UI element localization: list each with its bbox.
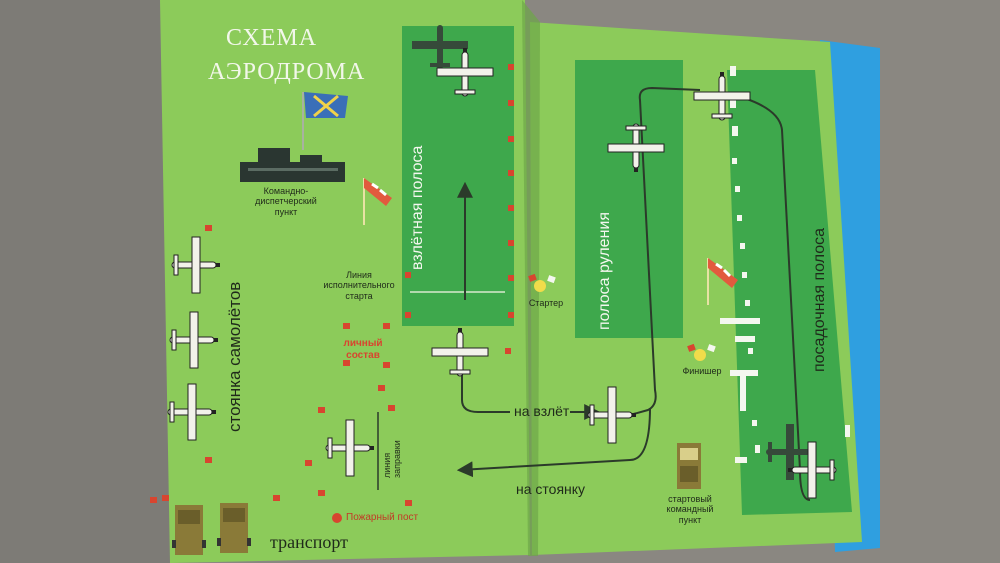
landing-runway-label: посадочная полоса	[811, 227, 828, 372]
landing-runway	[727, 70, 852, 515]
fire-post-label: Пожарный пост	[346, 512, 419, 523]
command-post-vehicle-icon	[677, 443, 701, 489]
refuel-line-label: линия заправки	[382, 440, 403, 478]
aircraft-parking-label: стоянка самолётов	[225, 281, 244, 432]
page-title-line1: СХЕМА	[226, 25, 318, 51]
taxiway-label: полоса руления	[596, 211, 613, 330]
takeoff-runway-label: взлётная полоса	[409, 145, 426, 270]
runway-red-markers	[405, 64, 514, 354]
personnel-label: личный состав	[343, 338, 383, 361]
transport-label: транспорт	[270, 532, 348, 552]
taxiway	[575, 60, 683, 338]
left-red-markers	[150, 225, 412, 506]
starter-label: Стартер	[528, 298, 564, 308]
finisher-figure-icon	[687, 343, 716, 361]
route-to-parking	[456, 407, 651, 478]
control-tower-icon	[240, 92, 345, 182]
page-title-line2: АЭРОДРОМА	[208, 59, 366, 85]
finisher-label: Финишер	[682, 366, 722, 376]
landing-white-markers	[720, 66, 850, 463]
route-to-takeoff	[461, 372, 510, 413]
to-parking-label: на стоянку	[516, 481, 586, 497]
starter-figure-icon	[528, 273, 556, 292]
flag-icon	[304, 92, 348, 118]
windsock-icon	[707, 258, 738, 305]
truck-icon	[217, 503, 251, 553]
fire-post-icon	[332, 513, 342, 523]
start-command-post-label: стартовый командный пункт	[666, 494, 714, 525]
windsock-icon	[363, 178, 392, 225]
executive-start-line-label: Линия исполнительного старта	[323, 270, 395, 301]
to-takeoff-label: на взлёт	[514, 403, 570, 419]
taxi-loop	[629, 86, 811, 501]
truck-icon	[172, 505, 206, 555]
control-tower-label: Командно- диспетчерский пункт	[255, 186, 317, 217]
